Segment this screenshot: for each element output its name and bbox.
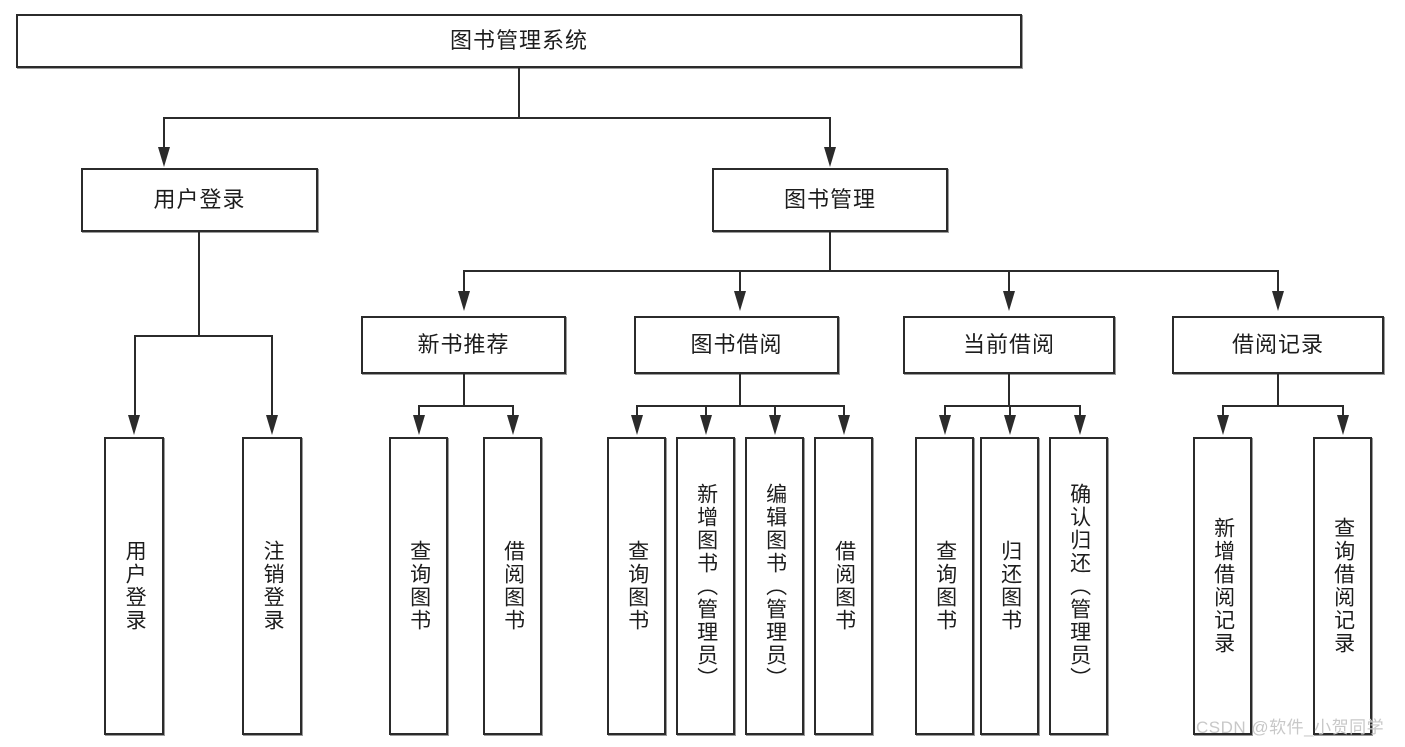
node-label: 归还图书 (998, 540, 1022, 632)
connector-book-management-stem (829, 232, 831, 272)
node-user-login[interactable]: 用户登录 (81, 168, 318, 232)
arrowhead-root-to-user-login (158, 147, 170, 167)
leaf-new-book-borrow-book[interactable]: 借阅图书 (483, 437, 542, 735)
arrowhead-bm-to-current-borrow (1003, 291, 1015, 311)
connector-nb-to-leaf-1 (418, 405, 420, 417)
connector-user-login-to-leaf-1 (134, 335, 136, 417)
connector-br-to-leaf-2 (1342, 405, 1344, 417)
node-label: 借阅图书 (501, 540, 525, 632)
leaf-book-borrow-edit-book-admin[interactable]: 编辑图书（管理员） (745, 437, 804, 735)
node-label: 查询图书 (625, 540, 649, 632)
leaf-borrow-records-query-record[interactable]: 查询借阅记录 (1313, 437, 1372, 735)
arrowhead-user-login-to-leaf-2 (266, 415, 278, 435)
connector-root-to-book-management (829, 117, 831, 149)
arrowhead-cb-to-leaf-2 (1004, 415, 1016, 435)
node-current-borrow[interactable]: 当前借阅 (903, 316, 1115, 374)
leaf-borrow-records-add-record[interactable]: 新增借阅记录 (1193, 437, 1252, 735)
connector-book-borrow-stem (739, 374, 741, 406)
leaf-current-borrow-query-book[interactable]: 查询图书 (915, 437, 974, 735)
node-label: 新增借阅记录 (1211, 517, 1235, 655)
arrowhead-bb-to-leaf-1 (631, 415, 643, 435)
arrowhead-bb-to-leaf-3 (769, 415, 781, 435)
arrowhead-bm-to-book-borrow (734, 291, 746, 311)
connector-bb-to-leaf-2 (705, 405, 707, 417)
connector-bb-to-leaf-4 (843, 405, 845, 417)
node-new-book-recommend[interactable]: 新书推荐 (361, 316, 566, 374)
node-label: 确认归还（管理员） (1067, 482, 1091, 690)
arrowhead-bb-to-leaf-2 (700, 415, 712, 435)
connector-root-to-user-login (163, 117, 165, 149)
node-label: 注销登录 (261, 540, 285, 632)
node-book-management[interactable]: 图书管理 (712, 168, 948, 232)
connector-borrow-records-bar (1222, 405, 1343, 407)
connector-bm-to-borrow-records (1277, 270, 1279, 292)
connector-bm-to-book-borrow (739, 270, 741, 292)
arrowhead-br-to-leaf-1 (1217, 415, 1229, 435)
connector-borrow-records-stem (1277, 374, 1279, 406)
node-label: 编辑图书（管理员） (763, 482, 787, 690)
connector-bb-to-leaf-1 (636, 405, 638, 417)
arrowhead-cb-to-leaf-3 (1074, 415, 1086, 435)
leaf-current-borrow-confirm-return-admin[interactable]: 确认归还（管理员） (1049, 437, 1108, 735)
connector-user-login-to-leaf-2 (271, 335, 273, 417)
leaf-book-borrow-add-book-admin[interactable]: 新增图书（管理员） (676, 437, 735, 735)
arrowhead-bm-to-borrow-records (1272, 291, 1284, 311)
arrowhead-user-login-to-leaf-1 (128, 415, 140, 435)
leaf-user-login-logout[interactable]: 注销登录 (242, 437, 302, 735)
connector-cb-to-leaf-3 (1079, 405, 1081, 417)
node-label: 借阅图书 (832, 540, 856, 632)
leaf-book-borrow-query-book[interactable]: 查询图书 (607, 437, 666, 735)
connector-cb-to-leaf-1 (944, 405, 946, 417)
connector-user-login-stem (198, 232, 200, 336)
connector-new-book-bar (418, 405, 513, 407)
arrowhead-bb-to-leaf-4 (838, 415, 850, 435)
leaf-current-borrow-return-book[interactable]: 归还图书 (980, 437, 1039, 735)
arrowhead-nb-to-leaf-2 (507, 415, 519, 435)
watermark-text: CSDN @软件_小贺同学 (1196, 718, 1385, 737)
connector-current-borrow-bar (944, 405, 1080, 407)
node-borrow-records[interactable]: 借阅记录 (1172, 316, 1384, 374)
arrowhead-bm-to-new-book (458, 291, 470, 311)
node-label: 新增图书（管理员） (694, 482, 718, 690)
connector-root-bar (163, 117, 830, 119)
node-book-management-system[interactable]: 图书管理系统 (16, 14, 1022, 68)
arrowhead-root-to-book-management (824, 147, 836, 167)
node-label: 用户登录 (123, 540, 147, 632)
connector-book-borrow-bar (636, 405, 844, 407)
connector-bb-to-leaf-3 (774, 405, 776, 417)
arrowhead-br-to-leaf-2 (1337, 415, 1349, 435)
connector-cb-to-leaf-2 (1009, 405, 1011, 417)
node-label: 查询图书 (933, 540, 957, 632)
connector-current-borrow-stem (1008, 374, 1010, 406)
node-label: 用户登录 (153, 186, 246, 212)
connector-bm-to-new-book (463, 270, 465, 292)
arrowhead-cb-to-leaf-1 (939, 415, 951, 435)
connector-br-to-leaf-1 (1222, 405, 1224, 417)
connector-root-stem (518, 68, 520, 118)
node-label: 借阅记录 (1231, 331, 1324, 357)
arrowhead-nb-to-leaf-1 (413, 415, 425, 435)
connector-bm-to-current-borrow (1008, 270, 1010, 292)
node-label: 当前借阅 (962, 331, 1055, 357)
connector-new-book-stem (463, 374, 465, 406)
connector-nb-to-leaf-2 (512, 405, 514, 417)
node-label: 新书推荐 (417, 331, 510, 357)
connector-book-management-bar (463, 270, 1277, 272)
connector-user-login-bar (134, 335, 273, 337)
node-label: 图书管理 (783, 186, 876, 212)
node-label: 查询借阅记录 (1331, 517, 1355, 655)
leaf-book-borrow-borrow-book[interactable]: 借阅图书 (814, 437, 873, 735)
node-book-borrow[interactable]: 图书借阅 (634, 316, 839, 374)
node-label: 图书管理系统 (449, 27, 588, 53)
node-label: 查询图书 (407, 540, 431, 632)
leaf-user-login-login[interactable]: 用户登录 (104, 437, 164, 735)
leaf-new-book-query-book[interactable]: 查询图书 (389, 437, 448, 735)
node-label: 图书借阅 (690, 331, 783, 357)
